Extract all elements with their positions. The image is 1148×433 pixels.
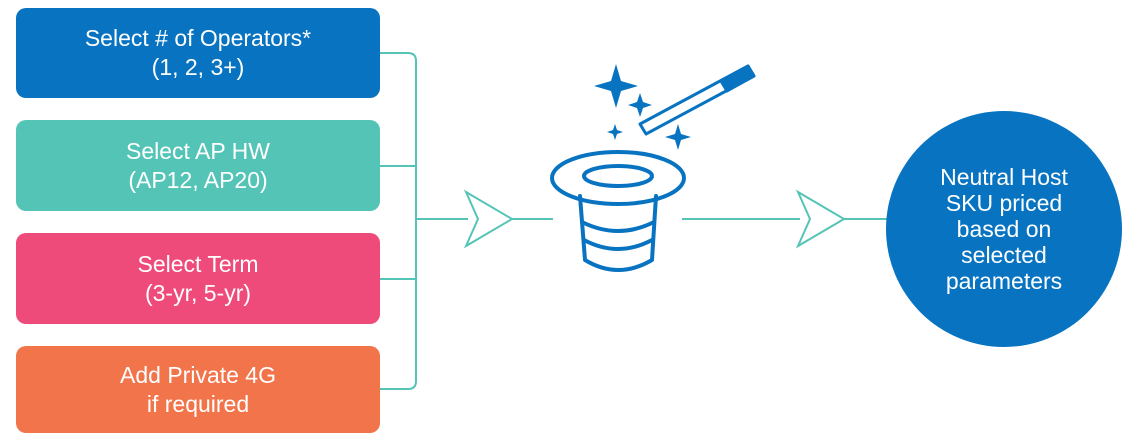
private-4g-add-title: Add Private 4G <box>120 361 276 388</box>
result-line: selected <box>961 242 1047 268</box>
chevron-arrow-icon <box>463 189 514 249</box>
result-line: SKU priced <box>945 190 1063 216</box>
private-4g-add-note: if required <box>146 390 250 417</box>
result-line: Neutral Host <box>940 164 1068 190</box>
term-select-title: Select Term <box>137 250 259 277</box>
ap-hw-select-options: (AP12, AP20) <box>128 166 268 193</box>
ap-hw-select-box[interactable]: Select AP HW (AP12, AP20) <box>16 120 380 211</box>
bracket-connector <box>380 52 468 390</box>
operators-select-box[interactable]: Select # of Operators* (1, 2, 3+) <box>16 8 380 98</box>
operators-select-title: Select # of Operators* <box>84 25 312 51</box>
sparkle-icon <box>594 64 691 150</box>
result-line: parameters <box>945 268 1063 294</box>
term-select-box[interactable]: Select Term (3-yr, 5-yr) <box>16 233 380 324</box>
result-circle: Neutral Host SKU priced based on selecte… <box>886 111 1122 347</box>
result-line: based on <box>956 216 1052 242</box>
chevron-arrow-icon <box>795 189 846 249</box>
ap-hw-select-title: Select AP HW <box>125 137 271 164</box>
private-4g-add-box[interactable]: Add Private 4G if required <box>16 346 380 433</box>
magic-wand-icon <box>638 64 756 136</box>
operators-select-options: (1, 2, 3+) <box>151 54 245 80</box>
magic-hat-icon <box>550 150 686 272</box>
term-select-options: (3-yr, 5-yr) <box>144 279 252 306</box>
